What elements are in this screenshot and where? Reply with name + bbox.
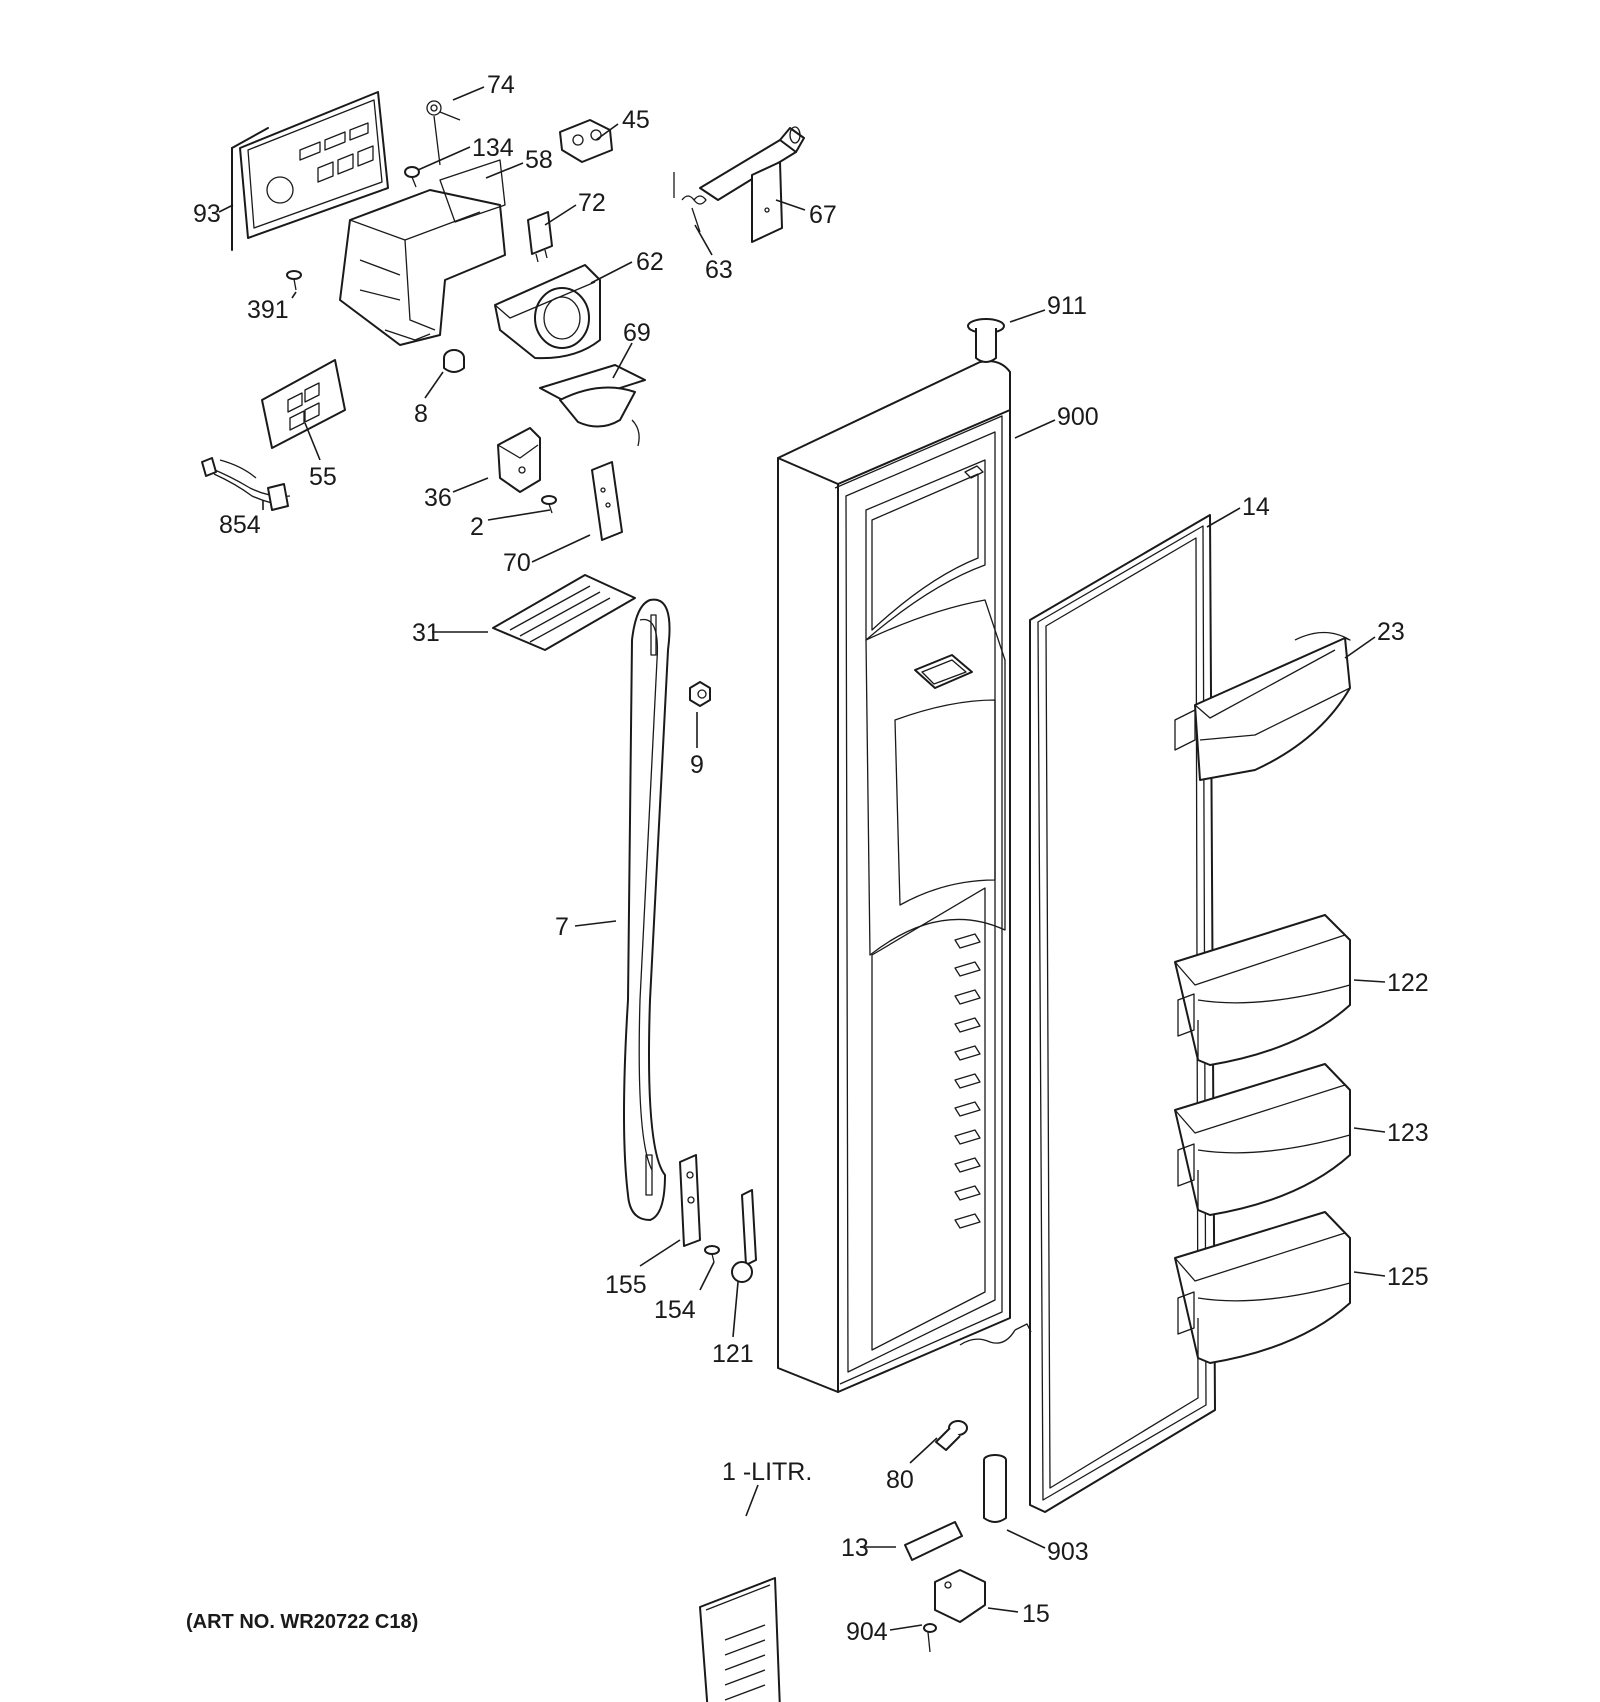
label-58: 58 — [525, 146, 553, 174]
label-69: 69 — [623, 319, 651, 347]
label-45: 45 — [622, 106, 650, 134]
actuator-67 — [699, 126, 805, 243]
screw-134 — [404, 166, 420, 188]
label-63: 63 — [705, 256, 733, 284]
door-bin-123 — [1174, 1063, 1351, 1216]
leader-lines — [218, 86, 1386, 1631]
screw-154 — [704, 1245, 720, 1263]
label-154: 154 — [654, 1296, 696, 1324]
key-121 — [731, 1189, 757, 1283]
label-904: 904 — [846, 1618, 888, 1646]
label-854: 854 — [219, 511, 261, 539]
bracket-13 — [904, 1521, 963, 1561]
screw-904 — [923, 1623, 937, 1653]
harness-854 — [201, 457, 291, 511]
board-55 — [261, 359, 346, 449]
label-36: 36 — [424, 484, 452, 512]
part-labels: 74 45 134 58 93 72 67 63 62 391 911 69 8… — [193, 71, 1429, 1646]
label-72: 72 — [578, 189, 606, 217]
label-31: 31 — [412, 619, 440, 647]
label-125: 125 — [1387, 1263, 1429, 1291]
door-bin-125 — [1174, 1211, 1351, 1364]
label-93: 93 — [193, 200, 221, 228]
label-134: 134 — [472, 134, 514, 162]
label-122: 122 — [1387, 969, 1429, 997]
hinge-155 — [679, 1154, 701, 1247]
grille-31 — [492, 574, 636, 651]
label-15: 15 — [1022, 1600, 1050, 1628]
label-70: 70 — [503, 549, 531, 577]
label-121: 121 — [712, 1340, 754, 1368]
dispenser-housing-58 — [339, 159, 506, 346]
screw-391 — [286, 270, 302, 291]
label-80: 80 — [886, 1466, 914, 1494]
art-number: (ART NO. WR20722 C18) — [186, 1611, 418, 1633]
manual-1 — [699, 1577, 781, 1702]
door-shelf-ribs — [954, 933, 981, 1229]
plug-80 — [935, 1420, 968, 1451]
label-14: 14 — [1242, 493, 1270, 521]
label-9: 9 — [690, 751, 704, 779]
door-bin-122 — [1174, 914, 1351, 1066]
door-cap-911 — [967, 318, 1005, 363]
bushing-903 — [983, 1454, 1007, 1523]
label-2: 2 — [470, 513, 484, 541]
label-1-litr: 1 -LITR. — [722, 1458, 812, 1486]
funnel-62 — [494, 264, 601, 360]
switch-72 — [527, 211, 553, 263]
handle-7 — [623, 598, 671, 1221]
plug-8 — [443, 349, 465, 373]
label-391: 391 — [247, 296, 289, 324]
label-155: 155 — [605, 1271, 647, 1299]
chute-69 — [539, 364, 646, 447]
door-bin-23 — [1174, 631, 1351, 781]
spring-63 — [673, 172, 707, 233]
control-panel-93 — [231, 91, 389, 251]
label-123: 123 — [1387, 1119, 1429, 1147]
door-assembly-900 — [777, 360, 1032, 1393]
label-23: 23 — [1377, 618, 1405, 646]
door-gasket-14 — [1029, 514, 1216, 1513]
label-67: 67 — [809, 201, 837, 229]
button-9 — [689, 681, 711, 707]
label-903: 903 — [1047, 1538, 1089, 1566]
label-8: 8 — [414, 400, 428, 428]
label-62: 62 — [636, 248, 664, 276]
bracket-36 — [497, 427, 541, 493]
screw-2 — [541, 495, 557, 514]
label-74: 74 — [487, 71, 515, 99]
hinge-15 — [934, 1569, 986, 1623]
bracket-45 — [559, 119, 613, 163]
spring-74 — [426, 100, 461, 166]
label-911: 911 — [1047, 292, 1087, 320]
label-55: 55 — [309, 463, 337, 491]
label-13: 13 — [841, 1534, 869, 1562]
paddle-70 — [591, 461, 623, 541]
label-7: 7 — [555, 913, 569, 941]
label-900: 900 — [1057, 403, 1099, 431]
